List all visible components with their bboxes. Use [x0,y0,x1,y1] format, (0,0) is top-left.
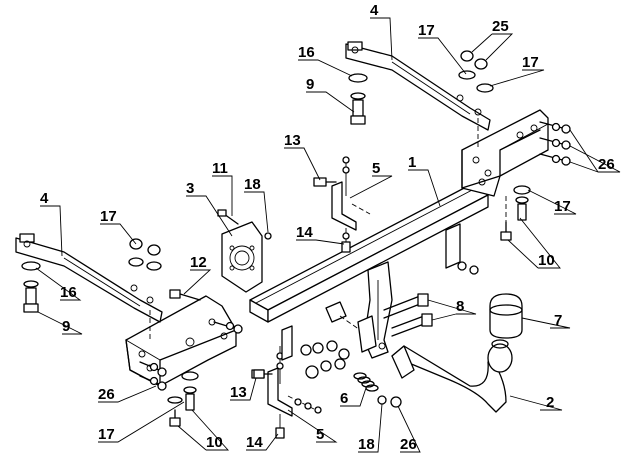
callout-9-top: 9 [306,76,314,93]
callout-17-left-bottom: 17 [98,426,115,443]
fasteners-top-right [348,50,494,125]
upper-arm-top-right [345,41,491,150]
callout-1: 1 [408,154,416,171]
callout-5-upper: 5 [372,160,380,177]
callout-4-top: 4 [370,2,379,19]
cross-beam [249,184,489,323]
callout-labels: 1 2 3 4 4 5 5 6 7 8 9 9 10 10 11 12 13 1… [40,2,615,453]
ball-mount-bracket [357,261,393,359]
bolts-10-left [167,371,199,427]
callout-18-lower: 18 [358,436,375,453]
tow-ball-neck [391,339,513,413]
right-nuts [457,261,479,275]
callout-10-left: 10 [206,434,223,451]
bracket-5-lower [251,346,322,439]
ball-cover [489,293,523,339]
callout-17-top-right: 17 [522,54,539,71]
bracket-5-upper [313,156,371,253]
left-bracket [125,295,243,391]
right-bolts [539,121,571,166]
callout-7: 7 [554,312,562,329]
callout-4-left: 4 [40,190,49,207]
bolts-10-right [500,185,531,241]
callout-10-right: 10 [538,252,555,269]
mounting-plate [281,223,461,361]
callout-17-right: 17 [554,198,571,215]
callout-3: 3 [186,180,194,197]
callout-17-top-left: 17 [418,22,435,39]
small-washers [377,395,402,408]
spring [353,372,379,392]
callout-18-upper: 18 [244,176,261,193]
right-bracket [461,109,571,197]
callout-11: 11 [212,160,228,177]
socket-plate [217,209,272,293]
callout-16-top: 16 [298,44,315,61]
callout-2: 2 [546,394,554,411]
callout-26-bottom: 26 [400,436,417,453]
callout-13-upper: 13 [284,132,301,149]
upper-arm-left [15,233,163,340]
callout-12: 12 [190,254,207,271]
callout-9-left: 9 [62,318,70,335]
callout-16-left: 16 [60,284,77,301]
callout-25: 25 [492,18,509,35]
nut-cluster [300,340,350,379]
callout-14-lower: 14 [246,434,263,451]
callout-5-lower: 5 [316,426,324,443]
bolt-13-lower [253,369,265,379]
bolt-12 [169,289,201,301]
callout-26-left: 26 [98,386,115,403]
callout-26-right: 26 [598,156,615,173]
callout-leaders [35,17,621,453]
callout-6: 6 [340,390,348,407]
callout-8: 8 [456,298,464,315]
left-bolts [139,321,243,391]
callout-13-lower: 13 [230,384,247,401]
callout-17-left-mid: 17 [100,208,117,225]
callout-14-upper: 14 [296,224,313,241]
